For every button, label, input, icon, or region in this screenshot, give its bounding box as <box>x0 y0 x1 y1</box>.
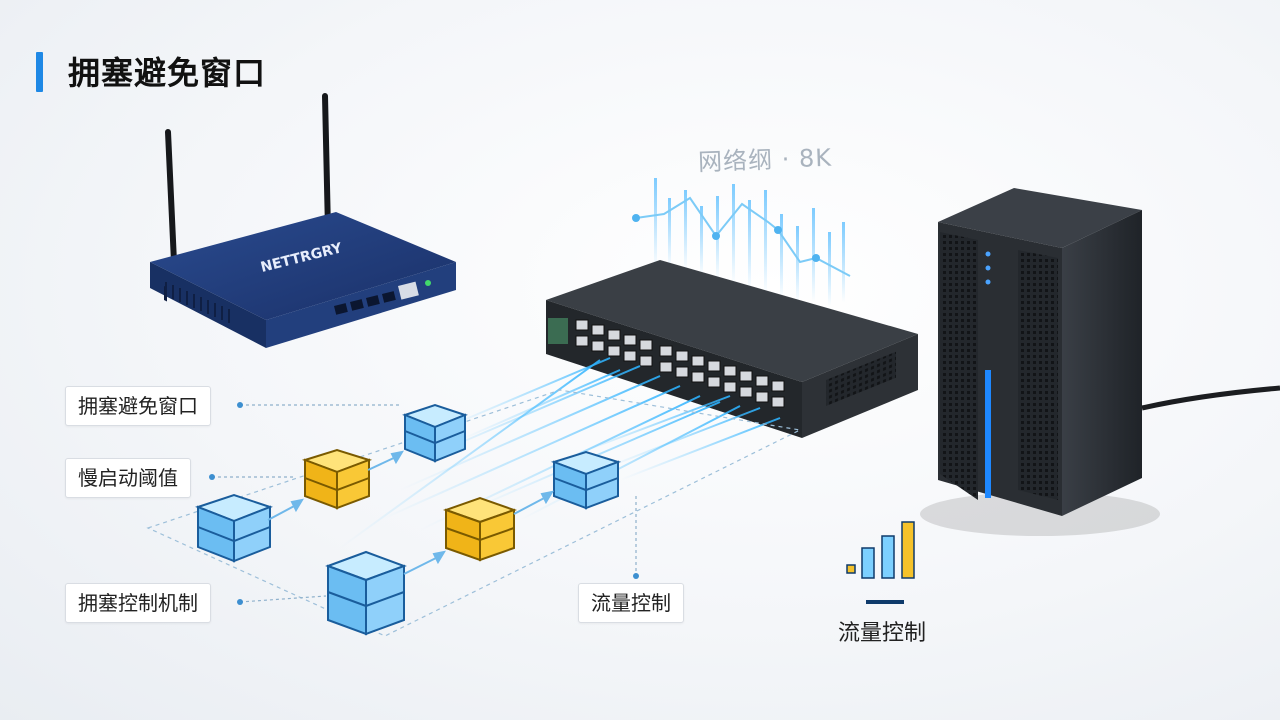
flow-control-caption: 流量控制 <box>838 621 927 646</box>
label-connectors <box>212 404 637 603</box>
network-switch <box>546 260 918 438</box>
label-congestion-window: 拥塞避免窗口 <box>65 386 211 426</box>
title-accent-bar <box>36 52 43 92</box>
packet-blue-1 <box>402 403 468 463</box>
router-antenna-right <box>322 93 331 233</box>
router: NETTRGRY <box>150 93 456 348</box>
packet-yellow-2 <box>442 496 518 562</box>
label-slow-start-threshold: 慢启动阈值 <box>65 458 191 498</box>
packet-blue-4 <box>325 550 407 636</box>
label-flow-control: 流量控制 <box>578 583 684 623</box>
data-flow-lines <box>339 357 781 549</box>
server-tower <box>920 188 1280 536</box>
traffic-chart <box>632 178 851 306</box>
page-title: 拥塞避免窗口 <box>68 54 267 92</box>
label-congestion-control: 拥塞控制机制 <box>65 583 211 623</box>
chart-caption: 网络纲 · 8K <box>697 143 833 177</box>
server-led-strip <box>985 370 991 498</box>
router-antenna-left <box>165 129 177 265</box>
flow-control-bars-icon <box>846 521 915 604</box>
packet-yellow-1 <box>301 448 373 510</box>
packet-blue-3 <box>550 450 622 510</box>
packet-blue-2 <box>195 493 273 563</box>
